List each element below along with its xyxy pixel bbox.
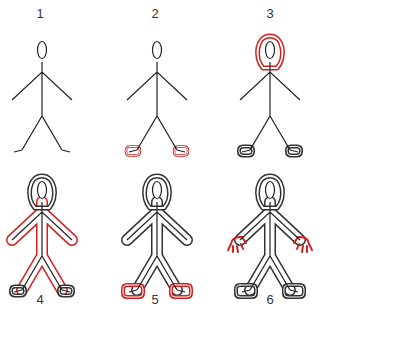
stick-body <box>240 202 300 292</box>
step-number: 4 <box>36 292 43 307</box>
head <box>266 42 275 59</box>
step-number: 6 <box>266 292 273 307</box>
stick-figure <box>126 42 188 156</box>
step-number: 1 <box>36 6 43 21</box>
head <box>38 182 47 199</box>
stick-body <box>127 202 187 292</box>
step-number: 5 <box>151 292 158 307</box>
stick-figure <box>11 176 73 296</box>
step-number: 3 <box>266 6 273 21</box>
head <box>38 42 47 59</box>
stick-figure <box>12 42 72 153</box>
stick-body <box>12 202 72 292</box>
glove-outline <box>294 237 312 252</box>
head <box>266 182 275 199</box>
head <box>153 182 162 199</box>
step-number: 2 <box>151 6 158 21</box>
stick-body <box>240 62 300 152</box>
stick-body <box>12 62 72 152</box>
stick-figure <box>239 36 301 156</box>
stick-body <box>127 62 187 152</box>
head <box>153 42 162 59</box>
glove-outline <box>228 237 246 252</box>
stick-figure <box>228 176 312 297</box>
stick-figure <box>123 176 191 297</box>
